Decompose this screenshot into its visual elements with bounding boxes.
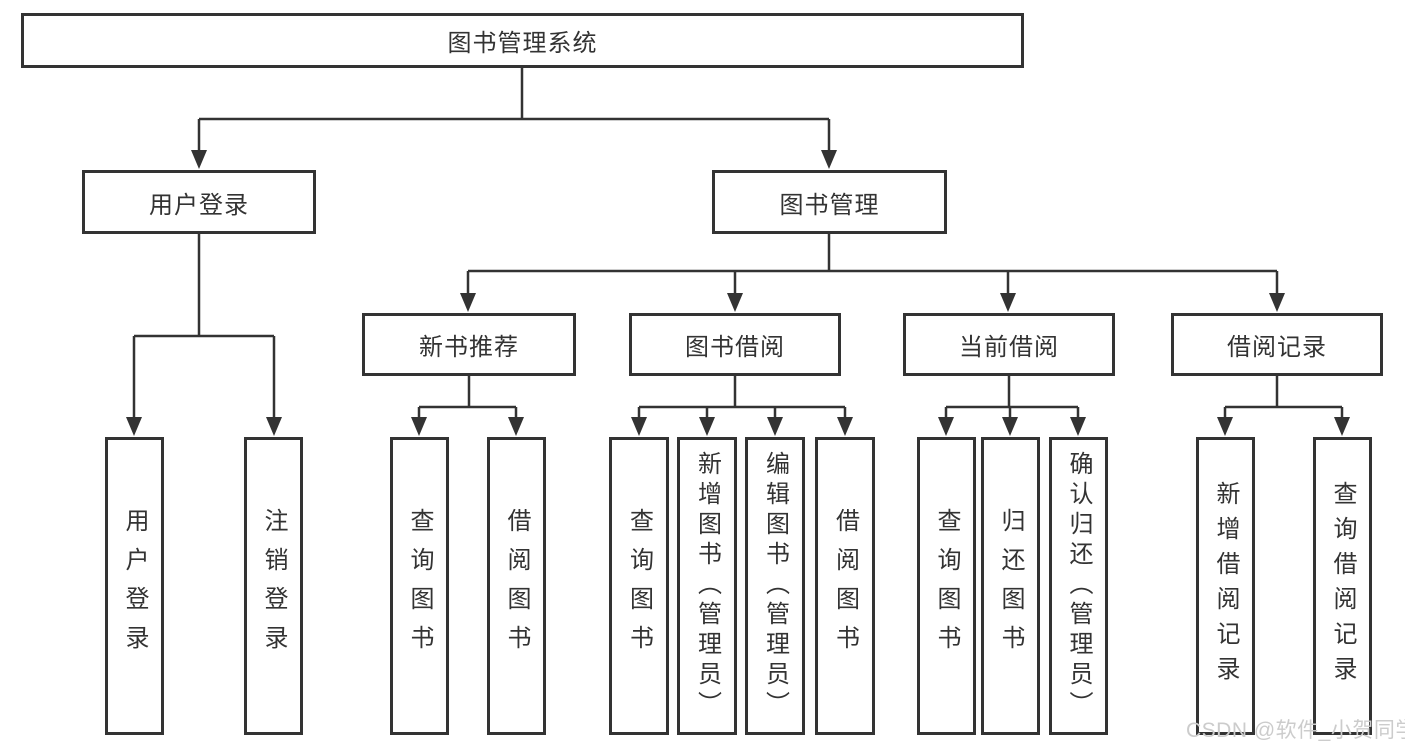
node-leaf-edit-books-admin: 编辑图书（管理员）: [745, 437, 805, 735]
node-book-borrowing: 图书借阅: [629, 313, 841, 376]
node-user-login: 用户登录: [82, 170, 316, 234]
watermark: CSDN @软件_小贺同学: [1186, 719, 1405, 742]
node-leaf-query-books-recommend: 查询图书: [390, 437, 449, 735]
node-label: 新增图书（管理员）: [693, 451, 721, 721]
node-leaf-return-books: 归还图书: [981, 437, 1040, 735]
node-label: 新增借阅记录: [1212, 481, 1239, 691]
node-current-borrowing: 当前借阅: [903, 313, 1115, 376]
node-label: 图书借阅: [685, 334, 785, 361]
node-borrowing-records: 借阅记录: [1171, 313, 1383, 376]
node-label: 图书管理系统: [447, 30, 598, 57]
node-library-system: 图书管理系统: [21, 13, 1024, 68]
node-label: 确认归还（管理员）: [1065, 451, 1092, 721]
node-leaf-query-books-current: 查询图书: [917, 437, 976, 735]
node-label: 图书管理: [779, 191, 880, 219]
node-leaf-query-borrow-record: 查询借阅记录: [1313, 437, 1372, 735]
node-leaf-add-borrow-record: 新增借阅记录: [1196, 437, 1255, 735]
node-label: 查询图书: [625, 508, 653, 664]
node-label: 归还图书: [997, 508, 1024, 664]
node-leaf-add-books-admin: 新增图书（管理员）: [677, 437, 737, 735]
node-label: 查询借阅记录: [1329, 481, 1356, 691]
node-leaf-confirm-return-admin: 确认归还（管理员）: [1049, 437, 1108, 735]
node-leaf-borrow-books: 借阅图书: [815, 437, 875, 735]
node-label: 新书推荐: [419, 334, 519, 361]
node-label: 编辑图书（管理员）: [761, 451, 789, 721]
node-label: 借阅图书: [831, 508, 859, 664]
node-label: 查询图书: [406, 508, 433, 664]
node-label: 借阅图书: [503, 508, 530, 664]
node-label: 用户登录: [121, 508, 148, 664]
node-label: 查询图书: [933, 508, 960, 664]
node-leaf-logout: 注销登录: [244, 437, 303, 735]
node-label: 当前借阅: [959, 334, 1059, 361]
node-leaf-user-login: 用户登录: [105, 437, 164, 735]
node-leaf-query-books-borrow: 查询图书: [609, 437, 669, 735]
node-label: 用户登录: [149, 191, 249, 219]
node-new-book-recommend: 新书推荐: [362, 313, 576, 376]
node-book-management: 图书管理: [712, 170, 947, 234]
node-label: 注销登录: [260, 508, 287, 664]
node-label: 借阅记录: [1227, 334, 1327, 361]
node-leaf-borrow-books-recommend: 借阅图书: [487, 437, 546, 735]
